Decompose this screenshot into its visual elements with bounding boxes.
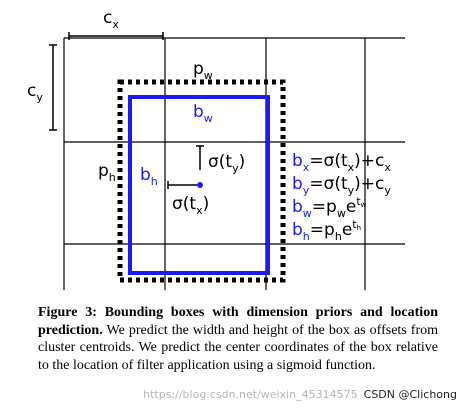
watermark-url: https://blog.csdn.net/weixin_45314575 bbox=[143, 388, 358, 401]
cx-label: cx bbox=[103, 8, 119, 31]
watermark: https://blog.csdn.net/weixin_45314575 CSD… bbox=[143, 388, 457, 401]
ph-label: ph bbox=[98, 161, 116, 184]
equation-bx: bx=σ(tx)+cx bbox=[292, 151, 391, 174]
sigma-ty-label: σ(ty) bbox=[208, 152, 245, 175]
bw-label: bw bbox=[193, 102, 213, 125]
prior-box bbox=[117, 79, 286, 283]
tx-offset bbox=[167, 181, 197, 189]
pw-label: pw bbox=[193, 59, 213, 82]
diagram: cx cy pw ph bw bh σ(ty) σ(tx) bx=σ(tx)+c… bbox=[27, 8, 405, 290]
bh-label: bh bbox=[140, 165, 158, 188]
cy-label: cy bbox=[27, 81, 43, 104]
predicted-box bbox=[128, 95, 270, 275]
center-point bbox=[197, 182, 203, 188]
watermark-text: CSDN @Clichong bbox=[363, 388, 457, 401]
figure-caption: Figure 3: Bounding boxes with dimension … bbox=[38, 304, 438, 374]
cx-bracket bbox=[68, 32, 164, 40]
equation-bh: bh=pheth bbox=[292, 218, 361, 243]
sigma-tx-label: σ(tx) bbox=[172, 194, 209, 217]
equation-bw: bw=pwetw bbox=[292, 195, 367, 220]
bounding-box-diagram: cx cy pw ph bw bh σ(ty) σ(tx) bx=σ(tx)+c… bbox=[27, 8, 405, 290]
equations: bx=σ(tx)+cx by=σ(ty)+cy bw=pwetw bh=phet… bbox=[292, 151, 391, 243]
caption-title: Figure 3: Bounding boxes with dimension … bbox=[38, 305, 438, 338]
caption-text: We predict the width and height of the b… bbox=[38, 322, 438, 373]
ty-offset bbox=[196, 145, 204, 170]
equation-by: by=σ(ty)+cy bbox=[292, 174, 391, 197]
cy-bracket bbox=[49, 44, 57, 131]
